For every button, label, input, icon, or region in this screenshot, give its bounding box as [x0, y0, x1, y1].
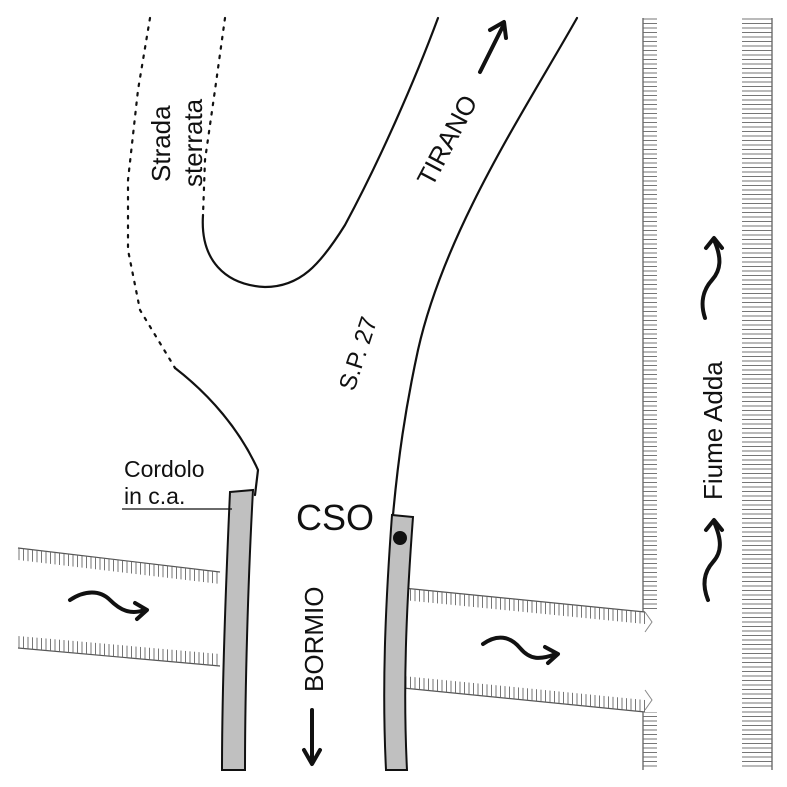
dirt-road-right-edge: [201, 16, 227, 217]
strada-label-line1: Strada: [146, 105, 176, 182]
right-channel-wavy-arrow-icon: [481, 635, 560, 665]
cordolo-label-line1: Cordolo: [124, 456, 205, 482]
bormio-label: BORMIO: [299, 587, 329, 692]
tirano-label: TIRANO: [411, 90, 484, 191]
cso-label: CSO: [296, 497, 374, 538]
right-channel-junction-bottom: [644, 689, 653, 711]
right-channel: [402, 587, 653, 713]
tirano-straight-arrow-icon: [478, 20, 508, 74]
right-curb: [383, 513, 415, 771]
fiume-adda-label: Fiume Adda: [698, 361, 728, 500]
right-channel-bottom-hatch: [403, 676, 645, 712]
river-lower-wavy-arrow-icon: [702, 518, 724, 602]
river-left-bank-hatch-bottom: [643, 712, 657, 770]
cordolo-label-line2: in c.a.: [124, 483, 185, 509]
left-channel-top-hatch: [18, 548, 220, 584]
right-channel-top-hatch: [403, 588, 645, 624]
cso-dot-marker-icon: [393, 531, 407, 545]
river-left-bank-hatch-top: [643, 18, 657, 612]
strada-label-line2: sterrata: [178, 98, 208, 187]
dirt-road-left-edge: [126, 16, 177, 370]
river-adda: [642, 18, 773, 770]
left-channel-bottom-hatch: [18, 636, 220, 666]
left-channel: [17, 547, 221, 667]
sp27-label: S.P. 27: [334, 314, 383, 394]
river-upper-wavy-arrow-icon: [700, 236, 724, 320]
right-channel-junction-top: [644, 611, 653, 633]
left-curb: [220, 488, 255, 771]
road-right-edge: [391, 16, 579, 517]
bormio-straight-arrow-icon: [302, 708, 322, 766]
river-right-bank-hatch: [742, 18, 772, 770]
road-left-edge: [173, 366, 260, 497]
dirt-road-loop: [201, 16, 440, 289]
left-channel-wavy-arrow-icon: [68, 590, 149, 621]
roads: [126, 16, 579, 517]
